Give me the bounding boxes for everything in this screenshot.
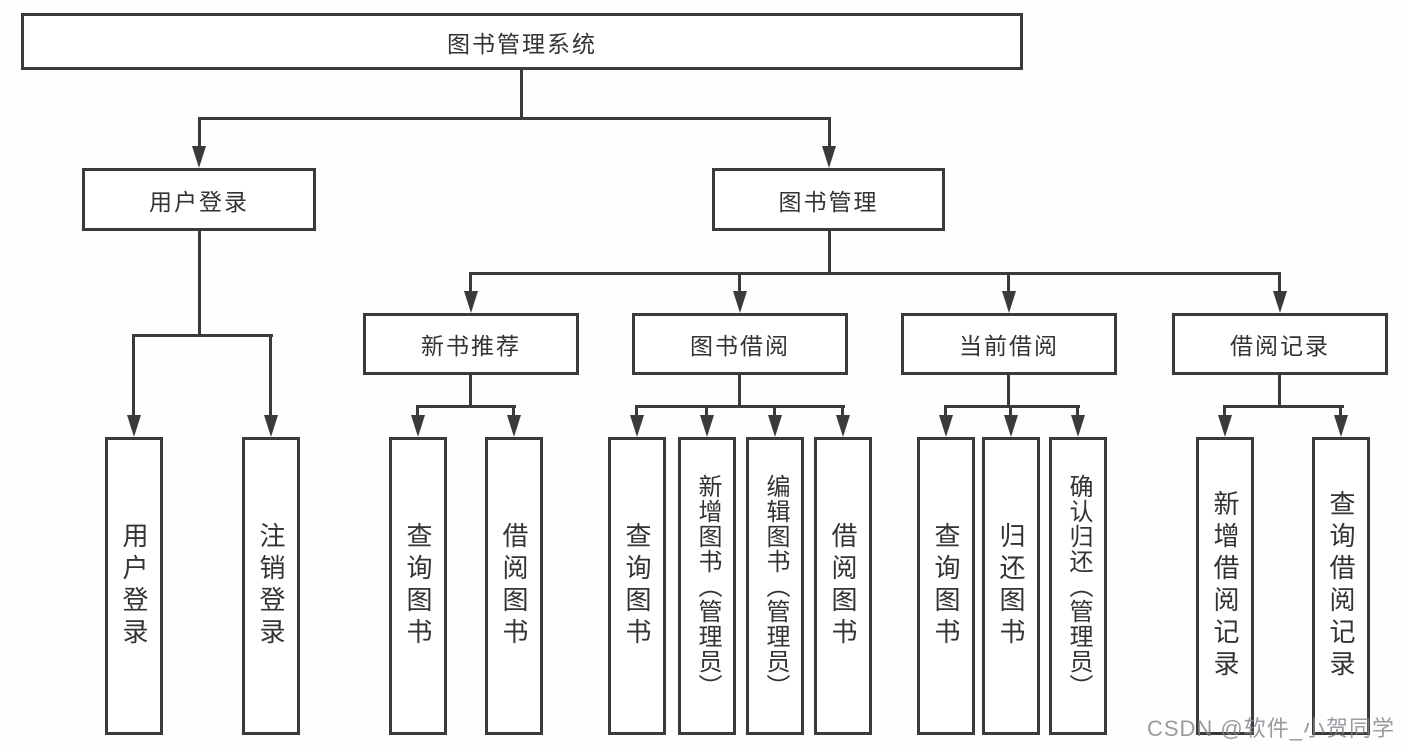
leaf-borrow-books-2: 借阅图书 [814, 437, 872, 735]
leaf-borrow-books-1: 借阅图书 [485, 437, 543, 735]
arrow-down-icon [700, 415, 714, 437]
leaf-user-login: 用户登录 [105, 437, 163, 735]
arrow-down-icon [464, 291, 478, 313]
connector-line [1007, 272, 1010, 293]
connector-line [738, 272, 741, 293]
arrow-down-icon [768, 415, 782, 437]
arrow-down-icon [822, 146, 836, 168]
node-new-book-recommend-label: 新书推荐 [421, 333, 521, 359]
arrow-down-icon [1273, 291, 1287, 313]
node-user-login-label: 用户登录 [149, 188, 249, 215]
node-root-label: 图书管理系统 [447, 30, 597, 57]
node-new-book-recommend: 新书推荐 [363, 313, 579, 375]
leaf-user-login-label: 用户登录 [119, 522, 149, 650]
arrow-down-icon [1218, 415, 1232, 437]
leaf-add-borrow-record-label: 新增借阅记录 [1210, 490, 1240, 682]
connector-line [132, 334, 273, 337]
arrow-down-icon [411, 415, 425, 437]
connector-line [416, 405, 516, 408]
connector-line [773, 405, 776, 419]
connector-line [470, 272, 1281, 275]
arrow-down-icon [630, 415, 644, 437]
connector-line [1223, 405, 1344, 408]
connector-line [1223, 405, 1226, 419]
connector-line [1278, 272, 1281, 293]
connector-line [1007, 374, 1010, 407]
node-borrow-records-label: 借阅记录 [1230, 333, 1330, 359]
arrow-down-icon [192, 146, 206, 168]
connector-line [1076, 405, 1079, 419]
node-current-borrow-label: 当前借阅 [959, 333, 1059, 359]
arrow-down-icon [733, 291, 747, 313]
connector-line [198, 117, 831, 120]
arrow-down-icon [1334, 415, 1348, 437]
leaf-confirm-return-admin-label: 确认归还（管理员） [1065, 473, 1092, 699]
leaf-edit-book-admin: 编辑图书（管理员） [746, 437, 804, 735]
node-book-borrow-label: 图书借阅 [690, 333, 790, 359]
leaf-add-book-admin: 新增图书（管理员） [678, 437, 736, 735]
connector-line [1278, 374, 1281, 407]
leaf-confirm-return-admin: 确认归还（管理员） [1049, 437, 1107, 735]
connector-line [269, 334, 272, 417]
node-current-borrow: 当前借阅 [901, 313, 1117, 375]
connector-line [512, 405, 515, 419]
arrow-down-icon [1004, 415, 1018, 437]
leaf-query-books-1-label: 查询图书 [403, 522, 433, 650]
arrow-down-icon [507, 415, 521, 437]
leaf-query-books-3-label: 查询图书 [931, 522, 961, 650]
connector-line [1339, 405, 1342, 419]
leaf-logout-label: 注销登录 [256, 522, 286, 650]
connector-line [416, 405, 419, 419]
connector-line [828, 229, 831, 274]
connector-line [944, 405, 947, 419]
arrow-down-icon [1002, 291, 1016, 313]
leaf-add-book-admin-label: 新增图书（管理员） [694, 473, 721, 699]
leaf-return-book-label: 归还图书 [996, 522, 1026, 650]
arrow-down-icon [264, 415, 278, 437]
connector-line [635, 405, 845, 408]
connector-line [198, 117, 201, 147]
watermark: CSDN @软件_小贺同学 [1146, 716, 1395, 741]
leaf-query-books-1: 查询图书 [389, 437, 447, 735]
leaf-query-books-2: 查询图书 [608, 437, 666, 735]
connector-line [1009, 405, 1012, 419]
connector-line [944, 405, 1080, 408]
connector-line [469, 272, 472, 293]
arrow-down-icon [127, 415, 141, 437]
leaf-add-borrow-record: 新增借阅记录 [1196, 437, 1254, 735]
node-book-management: 图书管理 [712, 168, 945, 231]
connector-line [520, 69, 523, 118]
arrow-down-icon [1071, 415, 1085, 437]
node-root: 图书管理系统 [21, 13, 1023, 70]
leaf-return-book: 归还图书 [982, 437, 1040, 735]
leaf-borrow-books-1-label: 借阅图书 [499, 522, 529, 650]
connector-line [841, 405, 844, 419]
leaf-query-books-3: 查询图书 [917, 437, 975, 735]
connector-line [132, 334, 135, 417]
leaf-edit-book-admin-label: 编辑图书（管理员） [762, 473, 789, 699]
node-borrow-records: 借阅记录 [1172, 313, 1388, 375]
connector-line [469, 374, 472, 407]
leaf-logout: 注销登录 [242, 437, 300, 735]
leaf-borrow-books-2-label: 借阅图书 [828, 522, 858, 650]
connector-line [705, 405, 708, 419]
arrow-down-icon [939, 415, 953, 437]
node-book-borrow: 图书借阅 [632, 313, 848, 375]
node-user-login: 用户登录 [82, 168, 316, 231]
leaf-query-borrow-record-label: 查询借阅记录 [1326, 490, 1356, 682]
node-book-management-label: 图书管理 [778, 188, 879, 215]
arrow-down-icon [836, 415, 850, 437]
connector-line [828, 117, 831, 147]
leaf-query-borrow-record: 查询借阅记录 [1312, 437, 1370, 735]
connector-line [738, 374, 741, 407]
leaf-query-books-2-label: 查询图书 [622, 522, 652, 650]
connector-line [198, 229, 201, 336]
connector-line [635, 405, 638, 419]
